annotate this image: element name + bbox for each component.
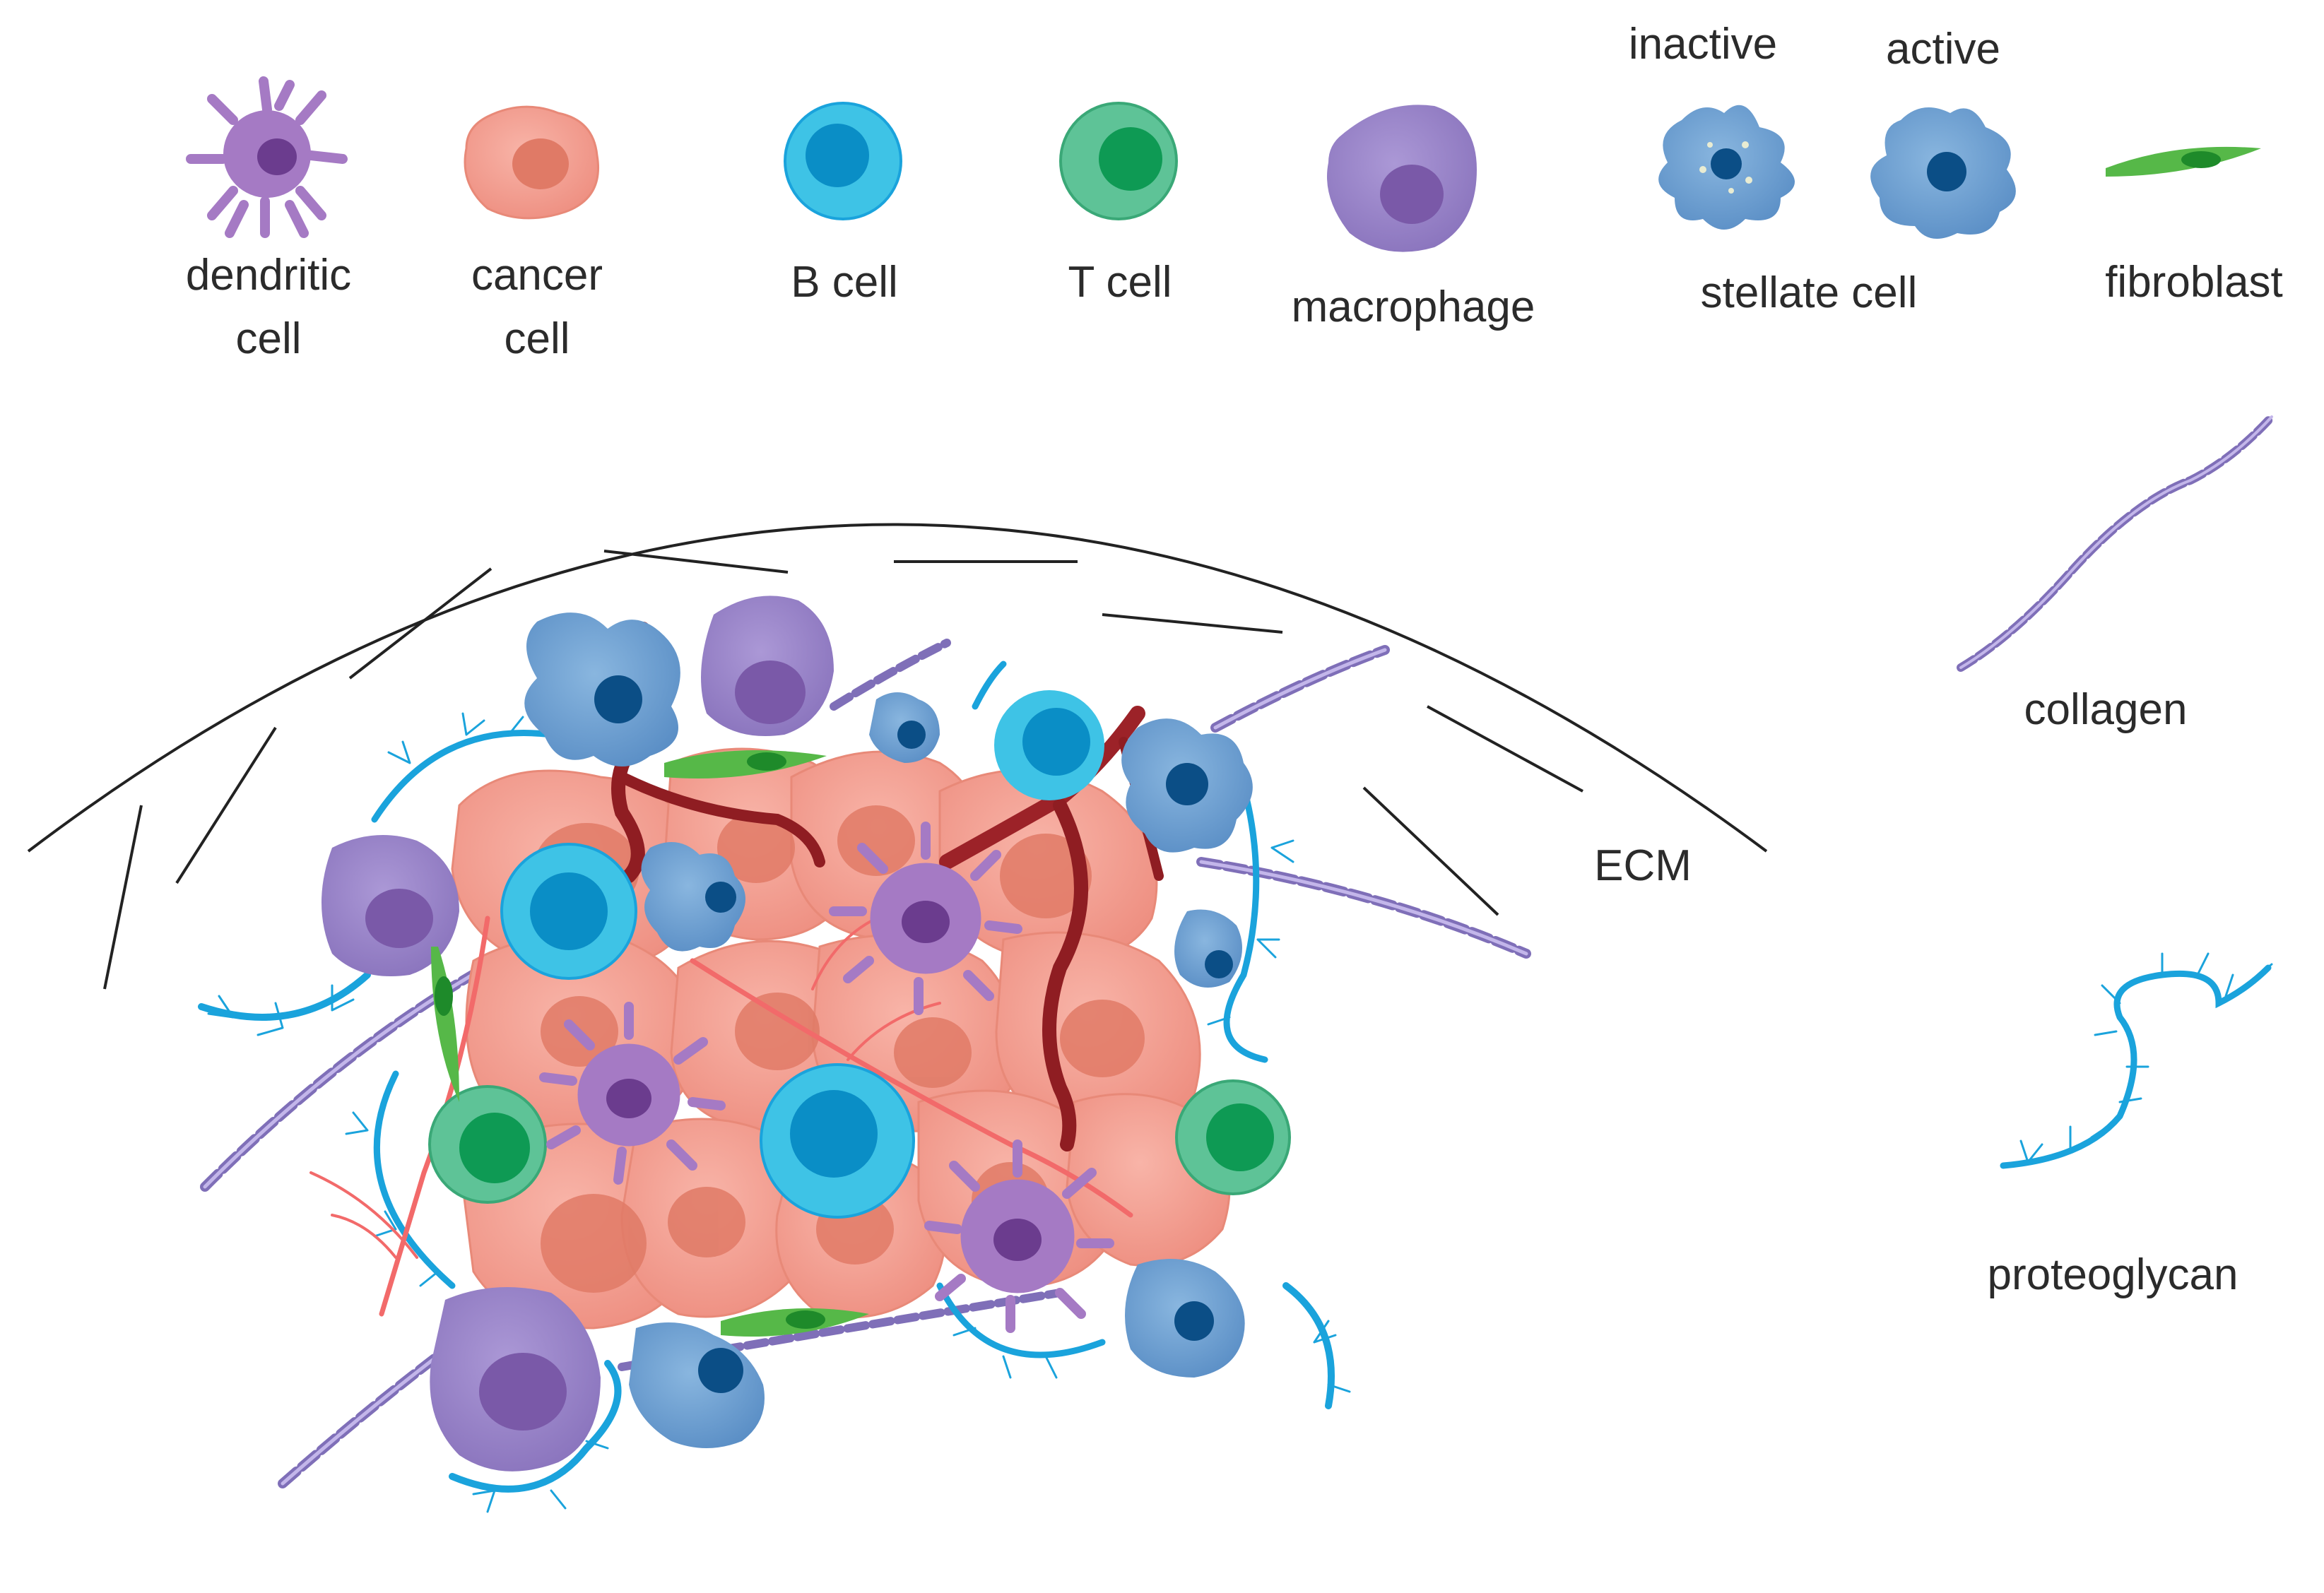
cluster-t-cell <box>428 1079 1291 1204</box>
legend-b-cell-icon <box>784 102 902 220</box>
legend-inactive-label: inactive <box>1628 20 1778 69</box>
legend-collagen-label: collagen <box>2024 685 2188 734</box>
legend-stellate-inactive-icon <box>1658 105 1795 230</box>
proteoglycan-strands <box>198 661 1351 1513</box>
legend-b-cell-label: B cell <box>791 258 898 307</box>
legend-macrophage-icon <box>1327 105 1477 252</box>
legend-proteoglycan-icon <box>2000 952 2273 1169</box>
cluster-stellate-cell <box>524 612 1253 1448</box>
ecm-label: ECM <box>1594 841 1692 890</box>
legend-dendritic-cell-icon <box>186 76 348 238</box>
legend-fibroblast-icon <box>2106 146 2261 177</box>
ecm-boundary <box>27 523 1768 990</box>
legend-dendritic-label: dendritic cell <box>185 251 352 363</box>
cluster-macrophage <box>322 596 834 1471</box>
legend-t-cell-label: T cell <box>1068 258 1172 307</box>
legend-stellate-active-icon <box>1870 107 2016 239</box>
cluster-fibroblast <box>431 750 869 1337</box>
cluster-dendritic-cell <box>539 822 1114 1333</box>
legend-cancer-label: cancer cell <box>471 251 603 363</box>
legend-macrophage-label: macrophage <box>1291 283 1535 331</box>
legend-proteoglycan-label: proteoglycan <box>1987 1250 2239 1299</box>
legend-stellate-label: stellate cell <box>1700 268 1918 317</box>
cluster-b-cell <box>500 690 1104 1219</box>
legend-fibroblast-label: fibroblast <box>2105 258 2283 307</box>
legend-t-cell-icon <box>1059 102 1178 220</box>
cancer-cell-cluster <box>451 747 1231 1330</box>
legend-collagen-icon <box>1957 413 2276 672</box>
legend-active-label: active <box>1886 25 2000 73</box>
legend-cancer-cell-icon <box>464 105 599 220</box>
